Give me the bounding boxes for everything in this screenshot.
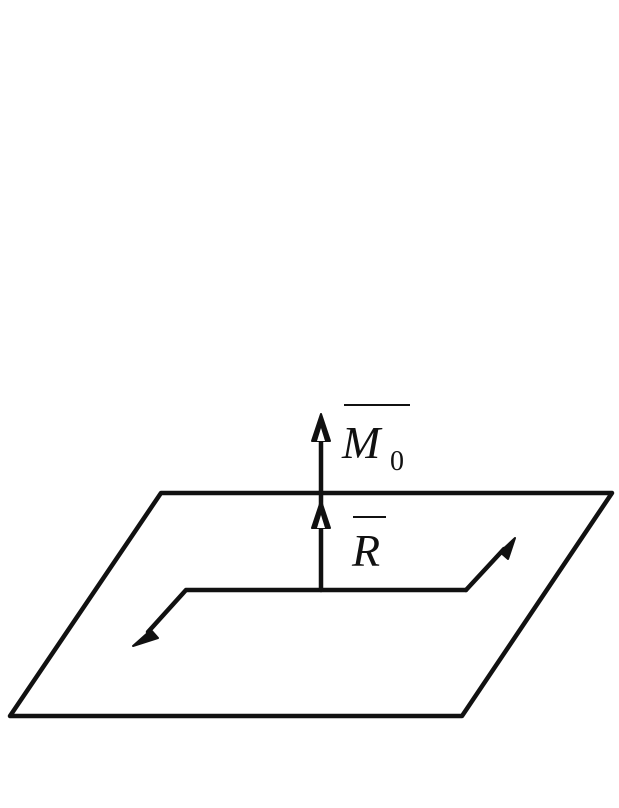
force-arrow-head-right xyxy=(499,537,516,560)
moment-subscript: 0 xyxy=(390,446,404,477)
force-pair-line-right xyxy=(463,546,507,593)
moment-arrow-inner xyxy=(317,428,325,441)
force-pair xyxy=(132,537,516,647)
vertical-vectors xyxy=(311,413,331,593)
labels: M 0 R xyxy=(341,404,410,576)
parallelogram-plane xyxy=(7,490,615,719)
resultant-label: R xyxy=(351,525,380,576)
force-arrow-head-left xyxy=(132,629,159,647)
plane xyxy=(7,490,615,719)
force-pair-line-left xyxy=(145,587,469,635)
moment-label: M xyxy=(341,417,383,468)
resultant-arrow-inner xyxy=(317,515,325,528)
